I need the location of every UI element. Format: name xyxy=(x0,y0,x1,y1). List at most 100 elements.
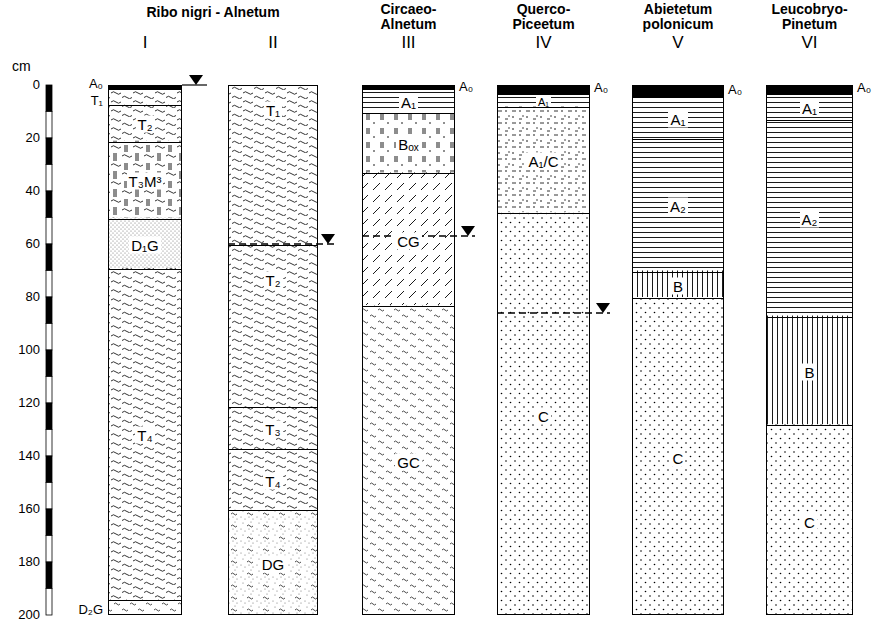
scale-bar xyxy=(46,589,52,616)
depth-tick: 0 xyxy=(0,77,40,93)
horizon-texture xyxy=(766,85,853,93)
depth-tick: 180 xyxy=(0,554,40,570)
horizon-texture xyxy=(497,93,590,106)
horizon-texture xyxy=(632,138,724,271)
depth-tick: 100 xyxy=(0,342,40,358)
column-heading: I xyxy=(90,32,200,82)
soil-horizon: C xyxy=(633,298,723,616)
water-table-marker xyxy=(497,303,610,313)
soil-horizon: B xyxy=(633,272,723,299)
soil-horizon: T₄ xyxy=(109,269,181,600)
horizon-label: A₀ xyxy=(87,76,105,91)
soil-horizon: T₂ xyxy=(229,245,317,407)
depth-tick: 200 xyxy=(0,607,40,623)
horizon-texture xyxy=(108,85,182,88)
horizon-label: T₄ xyxy=(135,427,154,444)
horizon-label: A₁/C xyxy=(526,153,560,170)
soil-profile-column: Querco- PiceetumIVA₀A₁A₁/CC xyxy=(497,85,590,615)
horizon-label: T₂ xyxy=(136,116,155,133)
soil-horizon: GC xyxy=(363,306,454,616)
soil-profile-column: Circaeo- AlnetumIIIA₀A₁BₒₓCGGC xyxy=(362,85,455,615)
scale-bar xyxy=(46,112,52,139)
horizon-texture xyxy=(362,88,455,111)
horizon-label: D₁G xyxy=(129,236,161,253)
soil-horizon: T₄ xyxy=(229,449,317,510)
horizon-label: A₁ xyxy=(399,93,418,110)
scale-bar xyxy=(46,138,52,165)
soil-horizon: T₁ xyxy=(229,86,317,245)
scale-bar xyxy=(46,350,52,377)
association-name: Circaeo- Alnetum xyxy=(354,2,464,32)
horizon-label: DG xyxy=(260,556,287,573)
depth-tick: 20 xyxy=(0,130,40,146)
soil-profile-column: IIT₁T₂T₃T₄DG xyxy=(228,85,318,615)
horizon-texture xyxy=(228,509,318,615)
soil-horizon: C xyxy=(767,425,852,616)
horizon-texture xyxy=(497,212,590,615)
horizon-texture xyxy=(108,88,182,103)
soil-horizon: A₀ xyxy=(498,86,589,94)
scale-bar xyxy=(46,562,52,589)
column-heading: Abietetum polonicumV xyxy=(623,2,733,82)
horizon-label: A₀ xyxy=(855,80,873,95)
profile-number: VI xyxy=(755,34,865,52)
association-name: Querco- Piceetum xyxy=(489,2,599,32)
horizon-label: Bₒₓ xyxy=(396,135,421,152)
axis-unit: cm xyxy=(12,58,42,74)
scale-bar xyxy=(46,191,52,218)
horizon-label: T₁ xyxy=(89,93,105,108)
horizon-label: D₂G xyxy=(76,602,105,617)
horizon-label: A₁ xyxy=(800,100,819,117)
soil-profile-column: Abietetum polonicumVA₀A₁A₂BC xyxy=(632,85,724,615)
scale-bar xyxy=(46,85,52,112)
profile-number: I xyxy=(90,34,200,52)
horizon-texture xyxy=(632,85,724,96)
soil-horizon: D₂G xyxy=(109,600,181,616)
horizon-label: B xyxy=(802,363,816,380)
horizon-label: A₂ xyxy=(668,198,688,215)
scale-bar xyxy=(46,456,52,483)
horizon-texture xyxy=(362,85,455,88)
soil-horizon: Bₒₓ xyxy=(363,113,454,174)
horizon-texture xyxy=(108,141,182,218)
horizon-label: T₃ xyxy=(263,420,282,437)
horizon-texture xyxy=(108,104,182,141)
soil-horizon: A₂ xyxy=(633,139,723,272)
horizon-texture xyxy=(228,406,318,448)
horizon-label: A₁ xyxy=(668,110,687,127)
scale-bar xyxy=(46,430,52,457)
horizon-texture xyxy=(497,85,590,93)
horizon-label: A₂ xyxy=(800,211,820,228)
scale-bar xyxy=(46,297,52,324)
scale-bar xyxy=(46,377,52,404)
horizon-label: T₄ xyxy=(263,472,282,489)
horizon-label: A₀ xyxy=(457,79,475,94)
soil-horizon: A₁ xyxy=(767,94,852,121)
horizon-texture xyxy=(632,271,724,298)
horizon-texture xyxy=(228,448,318,509)
horizon-label: T₂ xyxy=(264,272,283,289)
horizon-label: T₃M³ xyxy=(127,173,164,190)
horizon-label: B xyxy=(671,277,685,294)
association-name: Ribo nigri - Alnetum xyxy=(113,4,313,20)
soil-horizon: D₁G xyxy=(109,219,181,269)
profile-number: V xyxy=(623,34,733,52)
depth-tick: 40 xyxy=(0,183,40,199)
soil-horizon: A₁ xyxy=(363,89,454,112)
soil-horizon: A₁ xyxy=(498,94,589,107)
association-name: Abietetum polonicum xyxy=(623,2,733,32)
scale-bar xyxy=(46,536,52,563)
association-name: Leucobryo- Pinetum xyxy=(755,2,865,32)
soil-horizon: C xyxy=(498,213,589,616)
horizon-label: GC xyxy=(395,453,422,470)
depth-tick: 160 xyxy=(0,501,40,517)
horizon-texture xyxy=(108,218,182,268)
depth-tick: 120 xyxy=(0,395,40,411)
soil-horizon: T₃ xyxy=(229,407,317,449)
horizon-texture xyxy=(362,305,455,615)
water-table-marker xyxy=(182,75,207,85)
soil-horizon: A₀ xyxy=(767,86,852,94)
horizon-texture xyxy=(766,316,853,425)
horizon-texture xyxy=(497,106,590,212)
profile-number: II xyxy=(218,34,328,52)
